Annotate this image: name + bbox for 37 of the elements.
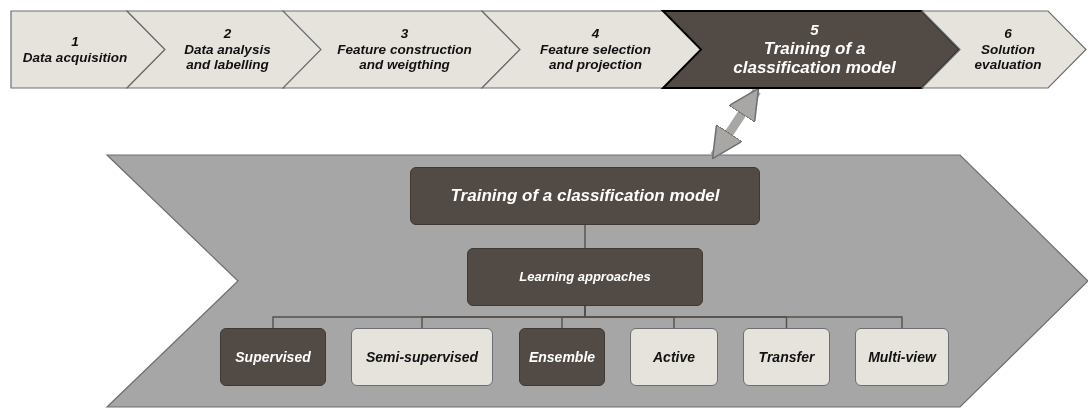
process-box — [467, 248, 703, 306]
process-step — [482, 11, 703, 88]
step-title: Feature selection and projection — [538, 41, 652, 73]
box-title: Active — [653, 348, 695, 366]
process-box — [519, 328, 605, 386]
connector-line — [584, 305, 903, 329]
process-box — [351, 328, 493, 386]
process-step — [922, 11, 1086, 88]
box-title: Transfer — [758, 348, 815, 366]
step-title: Data acquisition — [22, 49, 128, 65]
connector-line — [584, 224, 586, 249]
process-step — [11, 11, 165, 88]
box-title: Semi-supervised — [365, 348, 479, 366]
process-box — [410, 167, 760, 225]
box-title: Multi-view — [868, 348, 936, 366]
step-number: 3 — [400, 26, 409, 42]
process-box — [630, 328, 718, 386]
box-title: Ensemble — [528, 348, 596, 366]
box-title: Supervised — [235, 348, 311, 366]
step-title: Data analysis and labelling — [183, 41, 272, 73]
step-number: 6 — [1004, 26, 1012, 42]
step-title: Training of a classification model — [732, 38, 897, 78]
process-step — [127, 11, 322, 88]
process-box — [855, 328, 949, 386]
process-step — [283, 11, 520, 88]
double-arrow — [710, 87, 761, 160]
step-title: Solution evaluation — [973, 41, 1043, 73]
step-number: 2 — [223, 26, 232, 42]
stage-band — [107, 155, 1088, 407]
box-title: Learning approaches — [519, 269, 651, 285]
step-title: Feature construction and weigthing — [336, 41, 473, 73]
process-box — [743, 328, 830, 386]
step-number: 5 — [810, 21, 819, 39]
step-number: 1 — [71, 34, 79, 50]
box-title: Training of a classification model — [450, 186, 720, 206]
step-number: 4 — [591, 26, 600, 42]
process-box — [220, 328, 326, 386]
